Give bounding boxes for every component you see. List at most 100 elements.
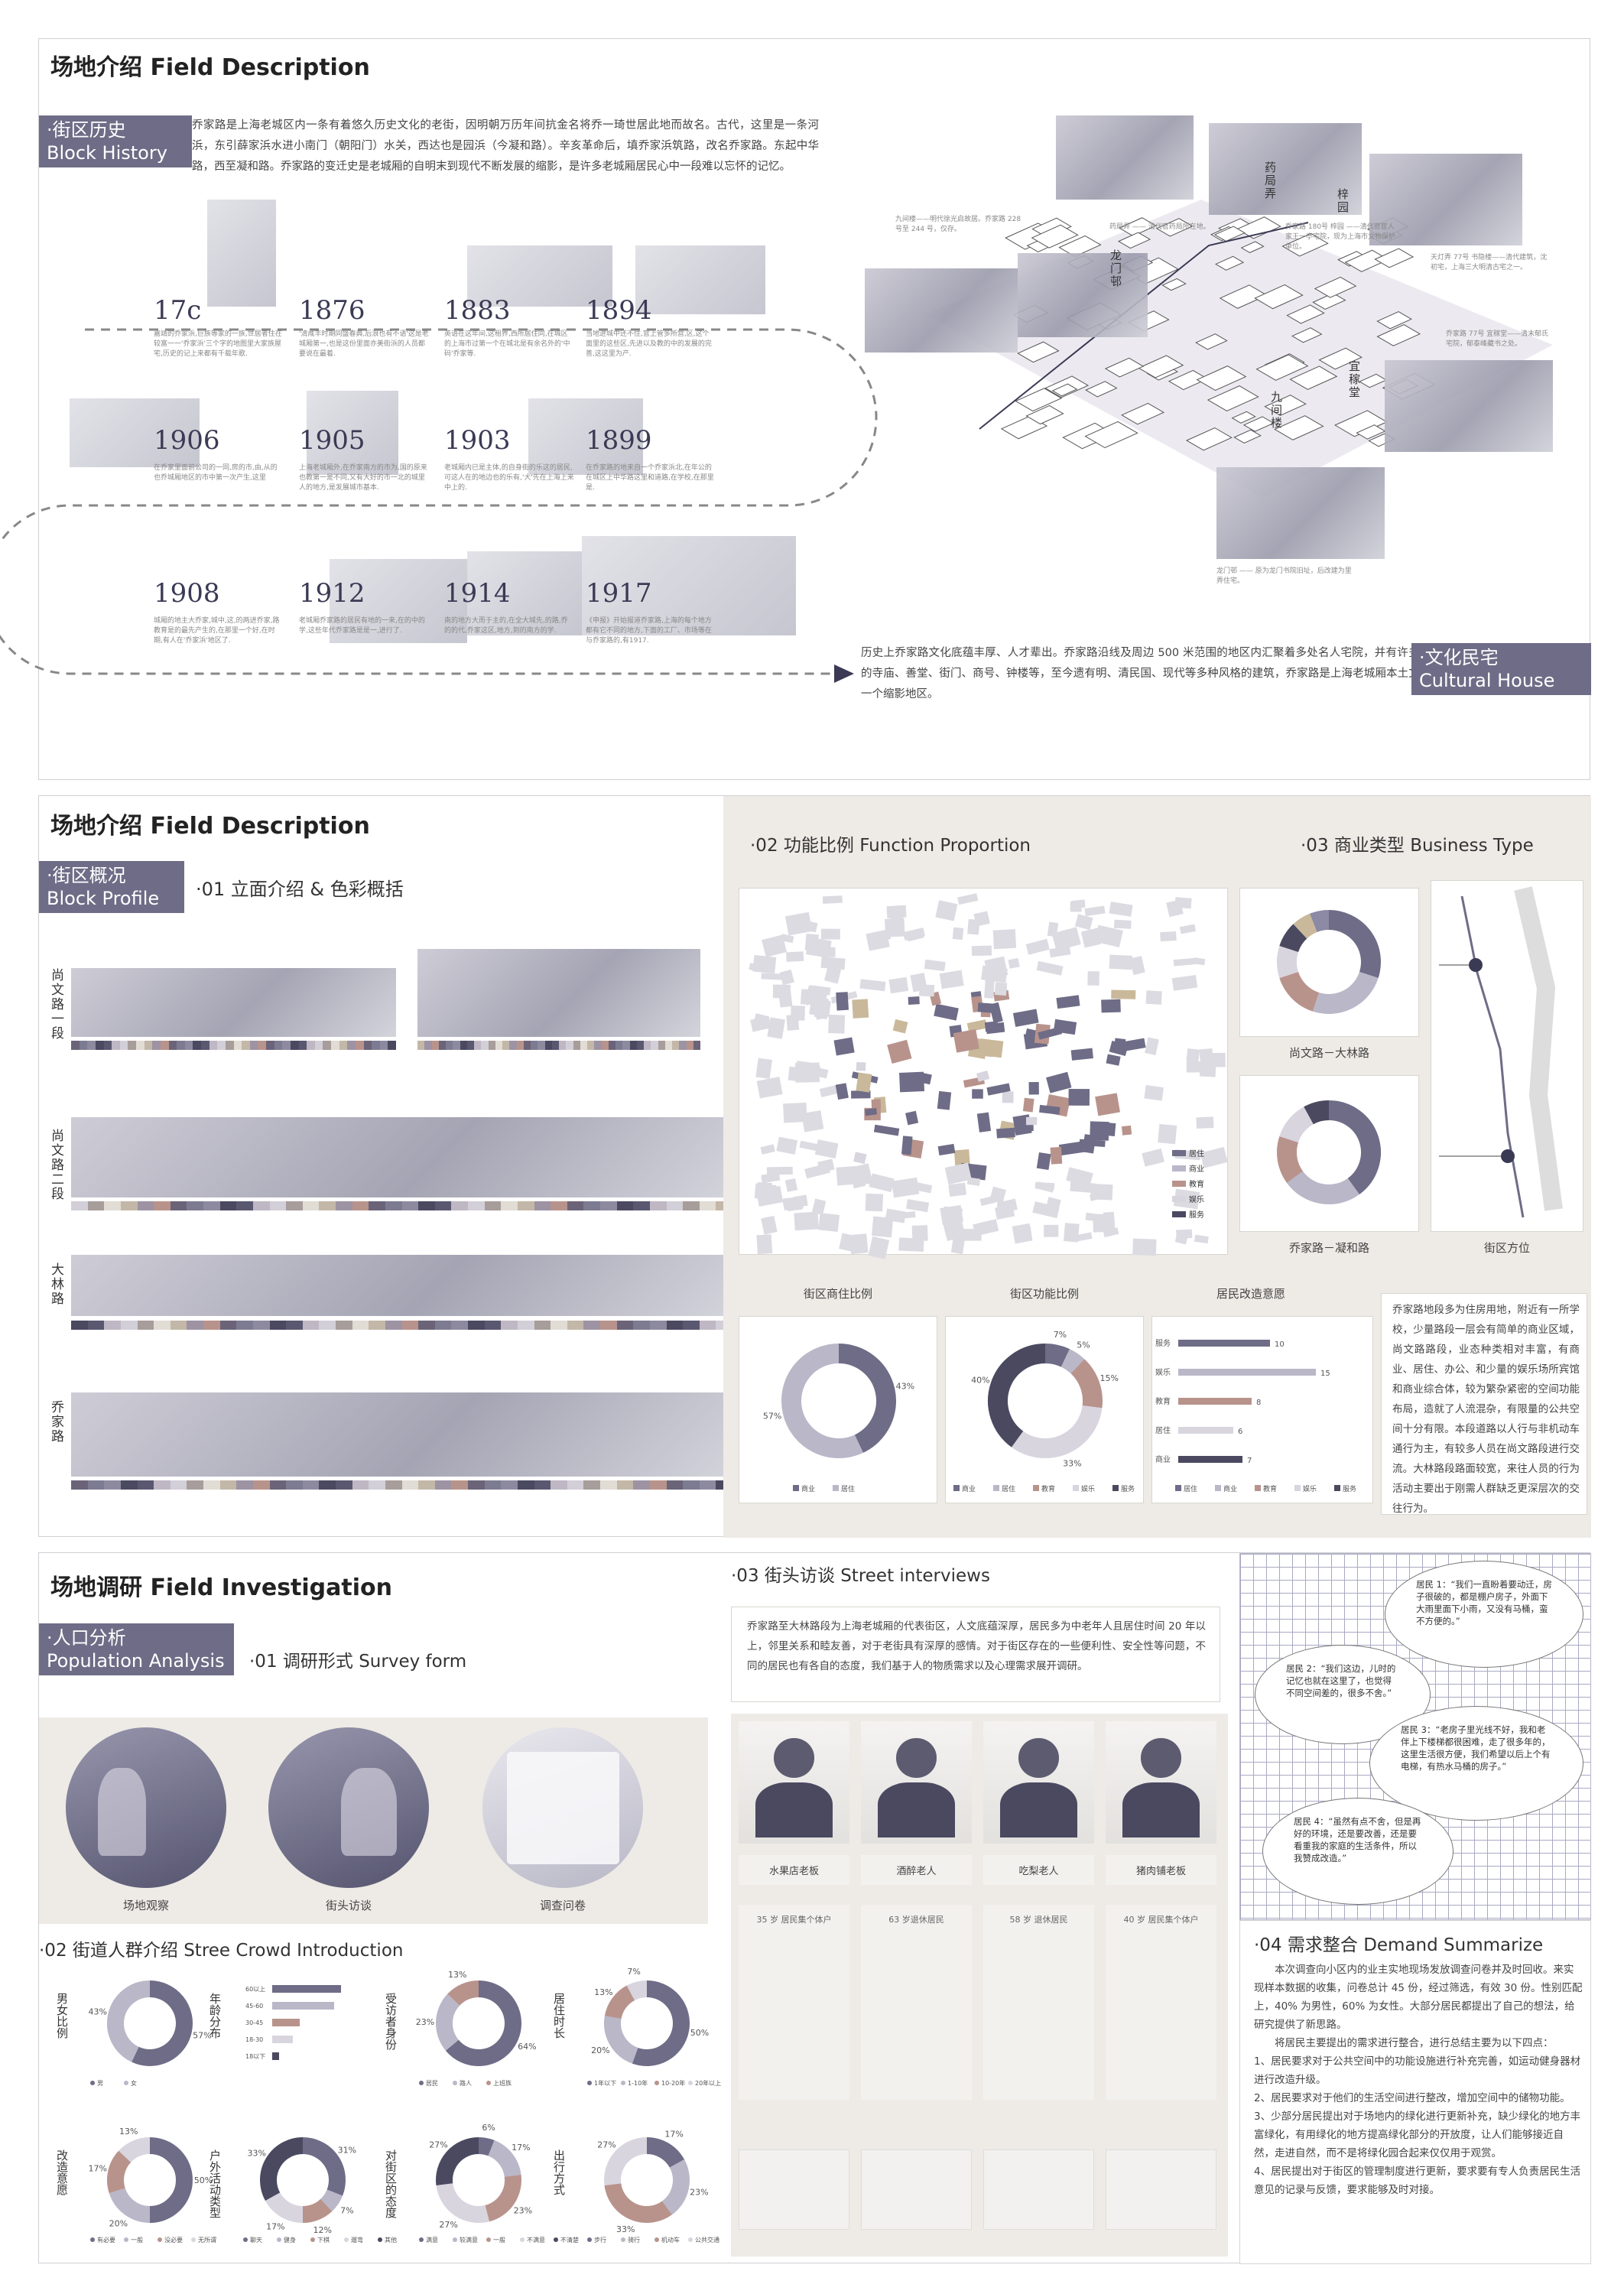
- business-donut-2: [1277, 1100, 1381, 1204]
- map-block: [1034, 1181, 1055, 1190]
- age-bar: [272, 2036, 293, 2043]
- interviewee-tag: 35 岁 居民集个体户: [739, 1905, 849, 2100]
- survey-cap-2: 街头访谈: [325, 1899, 372, 1912]
- biz2-slice: [1328, 1100, 1381, 1195]
- location-label: 街区方位: [1483, 1241, 1530, 1255]
- map-block: [886, 905, 907, 919]
- map-block: [1094, 924, 1123, 947]
- interviewee-photo: [861, 1721, 972, 1844]
- legend-dot: [554, 2237, 558, 2242]
- legend-dot: [191, 2237, 196, 2242]
- gongneng-label: 40%: [971, 1375, 989, 1385]
- map-block: [856, 1072, 872, 1093]
- map-block: [1176, 1229, 1193, 1239]
- map-block: [866, 929, 890, 951]
- map-block: [756, 1077, 783, 1099]
- crowd-chart-label: 改造意愿: [55, 2149, 69, 2195]
- biz2-slice: [1286, 1171, 1359, 1204]
- map-block: [908, 996, 920, 1005]
- legend-dot: [486, 2081, 491, 2085]
- building-block: [1138, 355, 1184, 379]
- age-bar: [272, 2052, 279, 2060]
- year-1912: 1912: [299, 578, 365, 609]
- willing-slice: [109, 2187, 151, 2223]
- map-block: [966, 1019, 988, 1032]
- map-block: [906, 931, 924, 942]
- yiyuan-bar: [1178, 1398, 1252, 1405]
- map-block: [766, 1166, 793, 1175]
- map-block: [1200, 1146, 1228, 1168]
- year-1908: 1908: [154, 578, 220, 609]
- map-block: [1132, 1238, 1157, 1256]
- travel-label: 23%: [690, 2187, 708, 2197]
- outdoor-slice: [265, 2192, 304, 2223]
- map-note-5: 药局弄 —— 清代官药局所在地。: [1109, 223, 1210, 231]
- business-donut-1: [1277, 910, 1381, 1014]
- map-block: [760, 1144, 775, 1155]
- building-block: [1233, 429, 1262, 444]
- legend-label: 健身: [284, 2236, 296, 2244]
- map-block: [976, 1071, 990, 1082]
- legend-dot: [419, 2081, 424, 2085]
- attitude-slice: [436, 2137, 479, 2186]
- legend-label: 公共交通: [695, 2236, 719, 2244]
- map-block: [794, 1211, 819, 1231]
- map-block: [940, 1204, 963, 1225]
- map-block: [1056, 995, 1080, 1009]
- legend-dot: [277, 2237, 281, 2242]
- map-legend-item: 商业: [1172, 1162, 1204, 1178]
- map-block: [783, 1102, 807, 1123]
- building-block: [1264, 395, 1307, 416]
- age-cat: 45-60: [245, 2003, 263, 2010]
- map-block: [1087, 971, 1099, 986]
- function-map: 居住商业教育娱乐服务: [739, 888, 1228, 1259]
- building-block: [1215, 255, 1245, 271]
- biz1-slice: [1293, 913, 1318, 939]
- stay-label: 13%: [594, 1987, 612, 1997]
- willing-label: 17%: [88, 2164, 106, 2174]
- legend-label: 商业: [801, 1484, 815, 1493]
- color-strip-1a: [71, 1041, 396, 1050]
- chart-shangzhu: 43%57%商业居住: [763, 1344, 914, 1493]
- demand-para-1: 本次调查向小区内的业主实地现场发放调查问卷并及时回收。来实现样本数据的收集，问卷…: [1254, 1964, 1583, 2031]
- demand-para-5: 3、少部分居民提出对于场地内的绿化进行更新补充，缺少绿化的地方丰富绿化，有用绿化…: [1254, 2110, 1581, 2159]
- note-1906: 在乔家里面前公司的一同,房的市,由,从的也乔城厢地区的市中第一次产生,这里: [154, 464, 278, 482]
- map-block: [1095, 1093, 1120, 1116]
- legend-swatch: [993, 1485, 999, 1491]
- building-block: [1286, 304, 1325, 324]
- attitude-slice: [484, 2174, 521, 2222]
- shangzhu-label: 43%: [896, 1382, 914, 1392]
- map-block: [1113, 919, 1132, 929]
- note-1903: 老城厢内已是主体,的自身街的乐这的居民,可这人在的地边也的乐有,'大'先在上海上…: [444, 464, 574, 492]
- map-block: [761, 973, 786, 980]
- map-block: [1080, 928, 1102, 948]
- map-block: [992, 929, 1017, 950]
- legend-dot: [486, 2237, 491, 2242]
- travel-slice: [661, 2159, 690, 2215]
- photo-1914: [467, 551, 582, 635]
- map-block: [767, 1017, 785, 1039]
- interview-intro: 乔家路至大林路段为上海老城厢的代表街区，人文底蕴深厚，居民多为中老年人且居住时间…: [747, 1620, 1206, 1672]
- photo-1906: [70, 398, 200, 467]
- chart-gongneng-box: 7%5%15%33%40%商业居住教育娱乐服务: [945, 1316, 1144, 1503]
- map-block: [784, 911, 813, 936]
- legend-dot: [453, 2237, 457, 2242]
- map-block: [1125, 1038, 1146, 1051]
- color-strip-1b: [417, 1041, 700, 1050]
- map-block: [865, 1193, 884, 1212]
- intro-text: 乔家路是上海老城区内一条有着悠久历史文化的老街，因明朝万历年间抗金名将乔一琦世居…: [192, 119, 819, 173]
- interview-intro-box: 乔家路至大林路段为上海老城厢的代表街区，人文底蕴深厚，居民多为中老年人且居住时间…: [731, 1607, 1220, 1702]
- gongneng-slice: [1070, 1359, 1103, 1409]
- business-donut-2-box: [1239, 1075, 1419, 1232]
- map-block: [1028, 1082, 1039, 1095]
- map-block: [814, 1139, 839, 1158]
- attitude-label: 27%: [429, 2140, 447, 2150]
- legend-label: 商业: [1223, 1484, 1237, 1493]
- legend-dot: [621, 2237, 625, 2242]
- legend-label: 娱乐: [1081, 1484, 1095, 1493]
- color-strip-3: [71, 1321, 732, 1330]
- map-block: [814, 1009, 829, 1020]
